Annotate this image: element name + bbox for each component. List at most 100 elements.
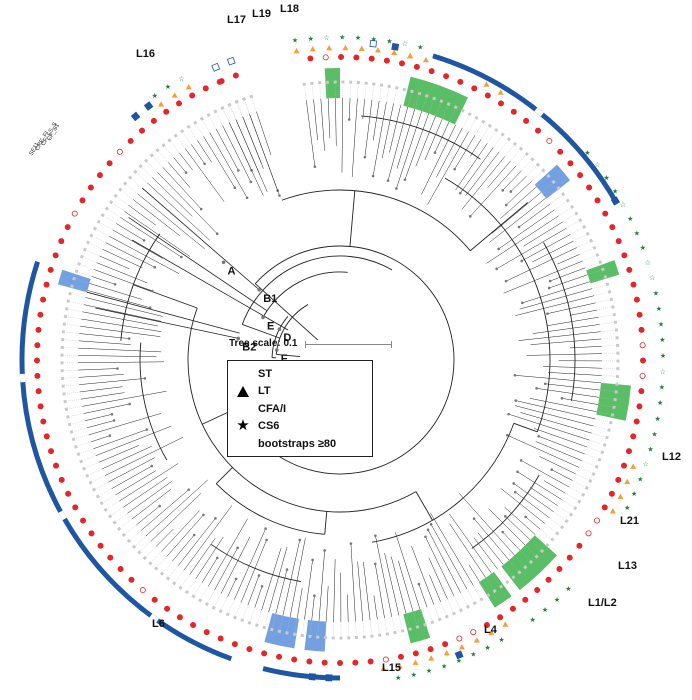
leaf-branch — [522, 281, 591, 304]
leaf-label-block — [581, 492, 586, 497]
bootstrap-dot — [257, 574, 261, 577]
leaf-branch — [547, 302, 596, 314]
leaf-guide — [327, 84, 329, 99]
leaf-guide — [169, 565, 179, 578]
st-marker — [457, 78, 464, 85]
leaf-label-block — [191, 594, 196, 599]
leaf-branch — [249, 114, 280, 196]
leaf-branch — [531, 487, 558, 506]
backbone-arc — [241, 255, 393, 325]
cfa-marker — [454, 650, 464, 660]
leaf-guide — [146, 546, 157, 557]
leaf-branch — [532, 324, 600, 334]
bootstrap-dot — [313, 594, 316, 597]
cs6-marker: ★ — [627, 215, 633, 223]
leaf-label-block — [460, 108, 465, 113]
bootstrap-dot — [507, 412, 510, 416]
st-marker — [87, 184, 94, 191]
st-marker — [367, 658, 374, 665]
bootstrap-dot — [347, 118, 351, 121]
st-marker — [471, 85, 478, 92]
cfa-band — [262, 666, 341, 681]
leaf-label-block — [137, 550, 142, 555]
legend-item-bootstrap: bootstraps ≥80 — [234, 435, 366, 453]
leaf-guide — [531, 171, 542, 182]
leaf-label-block — [240, 618, 245, 623]
leaf-label-block — [616, 359, 620, 363]
leaf-branch — [320, 98, 325, 151]
leaf-label-block — [387, 84, 391, 89]
leaf-label-block — [591, 471, 596, 476]
bootstrap-dot — [535, 387, 538, 390]
leaf-guide — [304, 86, 307, 101]
leaf-branch — [220, 536, 251, 594]
st-marker — [336, 660, 343, 667]
leaf-branch — [550, 267, 586, 282]
bootstrap-dot — [112, 419, 116, 422]
leaf-label-block — [393, 630, 397, 635]
leaf-guide — [595, 299, 610, 304]
leaf-label-block — [432, 96, 437, 101]
leaf-guide — [121, 190, 134, 200]
leaf-branch — [201, 557, 218, 583]
leaf-branch — [347, 594, 349, 622]
leaf-labels — [60, 80, 620, 640]
leaf-branch — [357, 561, 364, 622]
leaf-guide — [589, 439, 603, 445]
leaf-branch — [185, 148, 225, 202]
leaf-branch — [136, 505, 160, 526]
leaf-branch — [94, 269, 153, 292]
leaf-label-block — [512, 141, 518, 147]
leaf-guide — [578, 467, 592, 474]
cs6-marker: ★ — [637, 475, 643, 483]
leaf-label-block — [247, 620, 252, 625]
st-marker — [639, 342, 646, 349]
leaf-guide — [377, 619, 380, 634]
leaf-branch — [96, 262, 148, 284]
leaf-label-block — [354, 635, 359, 640]
cs6-marker: ★ — [554, 596, 560, 604]
st-marker — [40, 296, 47, 303]
branch — [276, 353, 301, 357]
leaf-guide — [309, 620, 312, 635]
leaf-label-block — [370, 634, 374, 638]
leaf-label-block — [77, 262, 82, 266]
st-marker — [202, 85, 209, 92]
leaf-guide — [498, 140, 508, 152]
cs6-marker: ★ — [411, 671, 417, 679]
st-marker — [601, 504, 608, 511]
cs6-marker: ★ — [653, 289, 659, 297]
leaf-guide — [442, 105, 449, 119]
leaf-branch — [282, 539, 301, 616]
bootstrap-dot — [547, 286, 551, 290]
st-marker — [427, 646, 434, 653]
leaf-guide — [521, 160, 532, 172]
leaf-branch — [306, 100, 316, 167]
leaf-branch — [296, 588, 303, 619]
leaf-guide — [549, 517, 561, 527]
leaf-label-block — [173, 133, 178, 138]
leaf-guide — [70, 301, 84, 305]
leaf-label-block — [494, 127, 499, 133]
st-marker — [53, 462, 60, 469]
branch — [349, 190, 356, 247]
leaf-guide — [279, 615, 284, 630]
leaf-guide — [202, 120, 210, 133]
leaf-branch — [111, 465, 152, 489]
leaf-branch — [454, 135, 476, 170]
leaf-label-block — [198, 598, 203, 603]
leaf-label-block — [589, 238, 594, 243]
leaf-guide — [525, 545, 536, 556]
st-marker — [382, 656, 389, 663]
leaf-guide — [357, 84, 359, 99]
leaf-branch — [209, 132, 248, 198]
st-marker — [593, 517, 600, 524]
leaf-guide — [66, 391, 80, 394]
leaf-guide — [369, 620, 372, 635]
st-marker — [58, 476, 65, 483]
leaf-branch — [203, 136, 236, 188]
backbone-arc — [139, 342, 168, 461]
leaf-guide — [405, 613, 410, 628]
leaf-label-block — [377, 633, 382, 637]
st-marker — [291, 656, 298, 663]
